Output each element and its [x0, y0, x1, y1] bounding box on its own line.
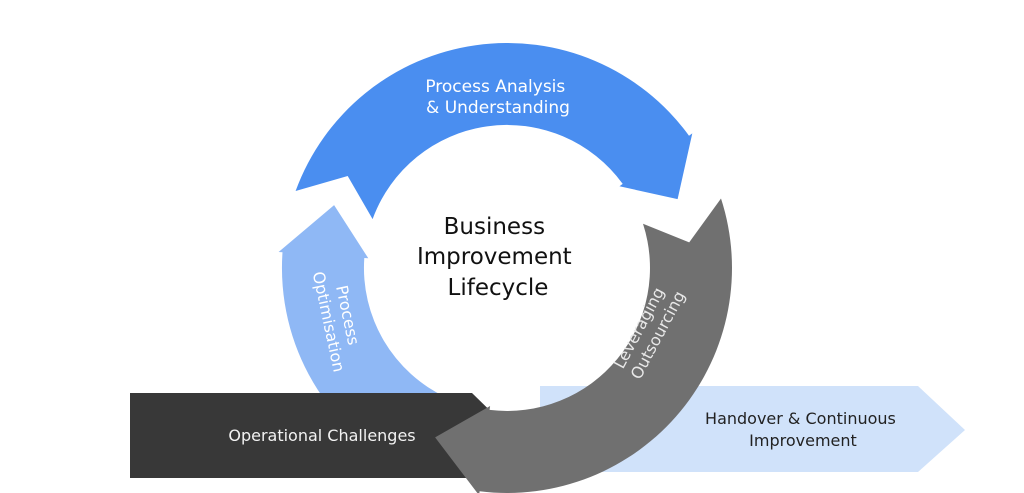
operational-challenges-arrow — [130, 393, 515, 478]
handover-label-line: Improvement — [749, 431, 857, 450]
handover-label: Handover & Continuous Improvement — [705, 409, 901, 450]
stage-label-line: Process Analysis — [425, 77, 565, 97]
stage-label-line: & Understanding — [426, 98, 570, 118]
center-title-line: Lifecycle — [448, 275, 549, 301]
center-title: Business Improvement Lifecycle — [417, 214, 579, 301]
center-title-line: Improvement — [417, 244, 572, 270]
handover-label-line: Handover & Continuous — [705, 409, 896, 428]
center-title-line: Business — [444, 214, 545, 240]
stage-arc-leveraging-outsourcing — [435, 198, 732, 493]
operational-challenges-label: Operational Challenges — [228, 426, 415, 445]
stage-label-process-analysis: Process Analysis & Understanding — [425, 77, 570, 118]
stage-arc-process-analysis — [295, 43, 693, 220]
